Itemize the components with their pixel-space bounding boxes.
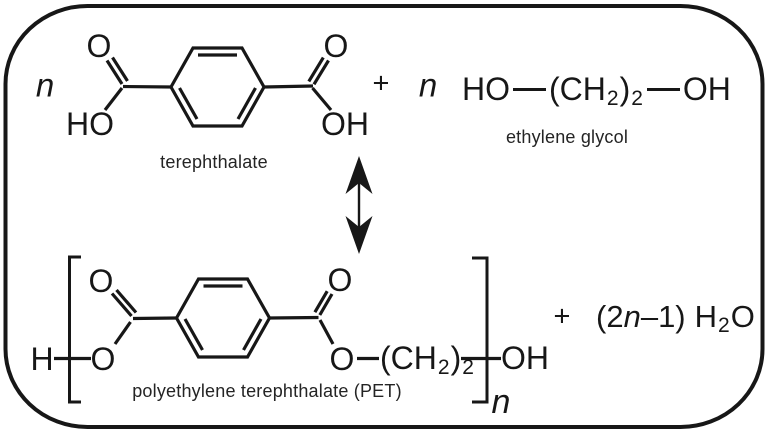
end-hydrogen-label: H [30,341,54,377]
water-coefficient-n: n [623,299,641,334]
hydroxyl-label: OH [321,106,369,142]
rounded-border [3,4,765,429]
ethylene-glycol-formula: HO (CH 2 ) 2 OH [462,71,731,110]
close-bracket [472,256,489,404]
equilibrium-arrow-icon [345,156,373,254]
water-term: (2 n –1) H 2 O [596,299,755,337]
formula-paren-close: ) [450,340,462,376]
carbonyl-oxygen-label: O [327,262,353,298]
hydroxyl-label: HO [66,106,114,142]
benzene-ring [169,46,266,128]
ester-oxygen-label: O [90,341,116,377]
formula-subscript: 2 [462,355,474,379]
double-bond [318,293,334,316]
water-subscript: 2 [718,314,730,337]
ring-double-bond [178,87,199,120]
pet-structure [54,255,501,404]
formula-oh: OH [682,71,731,107]
pet-chain-formula: (CH 2 ) 2 [380,340,475,379]
double-bond [307,56,325,83]
ester-oxygen-label: O [329,341,355,377]
carbonyl-oxygen-label: O [88,263,114,299]
ring-double-bond [236,87,257,120]
bond [132,316,177,321]
ring-double-bond [242,318,263,351]
repeat-unit-subscript-n: n [491,383,511,421]
double-bond [115,288,138,314]
arrow-head-down [345,216,373,254]
water-h: H [694,299,718,334]
double-bond [313,290,329,314]
carbonyl-oxygen-label: O [323,28,349,64]
bond [113,321,132,345]
open-bracket [68,255,81,404]
formula-chain-open: (CH [549,71,606,107]
end-hydroxyl-label: OH [501,340,549,376]
ethylene-glycol-label: ethylene glycol [505,127,629,147]
formula-subscript: 2 [437,355,450,379]
bond [311,86,333,112]
benzene-ring [174,277,272,359]
terephthalate-label: terephthalate [160,152,268,172]
water-close-paren: –1) [640,299,686,334]
terephthalate-structure [103,46,333,128]
formula-ho: HO [462,71,510,107]
water-o: O [730,299,755,334]
bond [122,84,173,89]
plus-sign: + [372,67,390,100]
bond [103,87,124,111]
plus-sign: + [553,300,571,333]
double-bond [312,59,330,86]
bond [646,87,680,91]
coefficient-n-terephthalate: n [35,66,55,104]
carbonyl-oxygen-label: O [86,28,112,64]
pet-label: polyethylene terephthalate (PET) [132,381,402,401]
bond [269,315,319,320]
ring-double-bond [183,318,204,351]
arrow-head-up [345,156,373,194]
double-bond [111,56,129,82]
bond [318,319,335,345]
formula-chain-open: (CH [380,340,437,376]
formula-subscript: 2 [606,86,619,110]
bond [263,84,314,89]
formula-subscript: 2 [631,86,643,110]
formula-paren-close: ) [619,71,631,107]
coefficient-n-glycol: n [418,66,438,104]
bond [513,87,546,91]
double-bond [110,292,133,318]
double-bond [105,59,124,85]
water-open-paren: (2 [596,299,624,334]
